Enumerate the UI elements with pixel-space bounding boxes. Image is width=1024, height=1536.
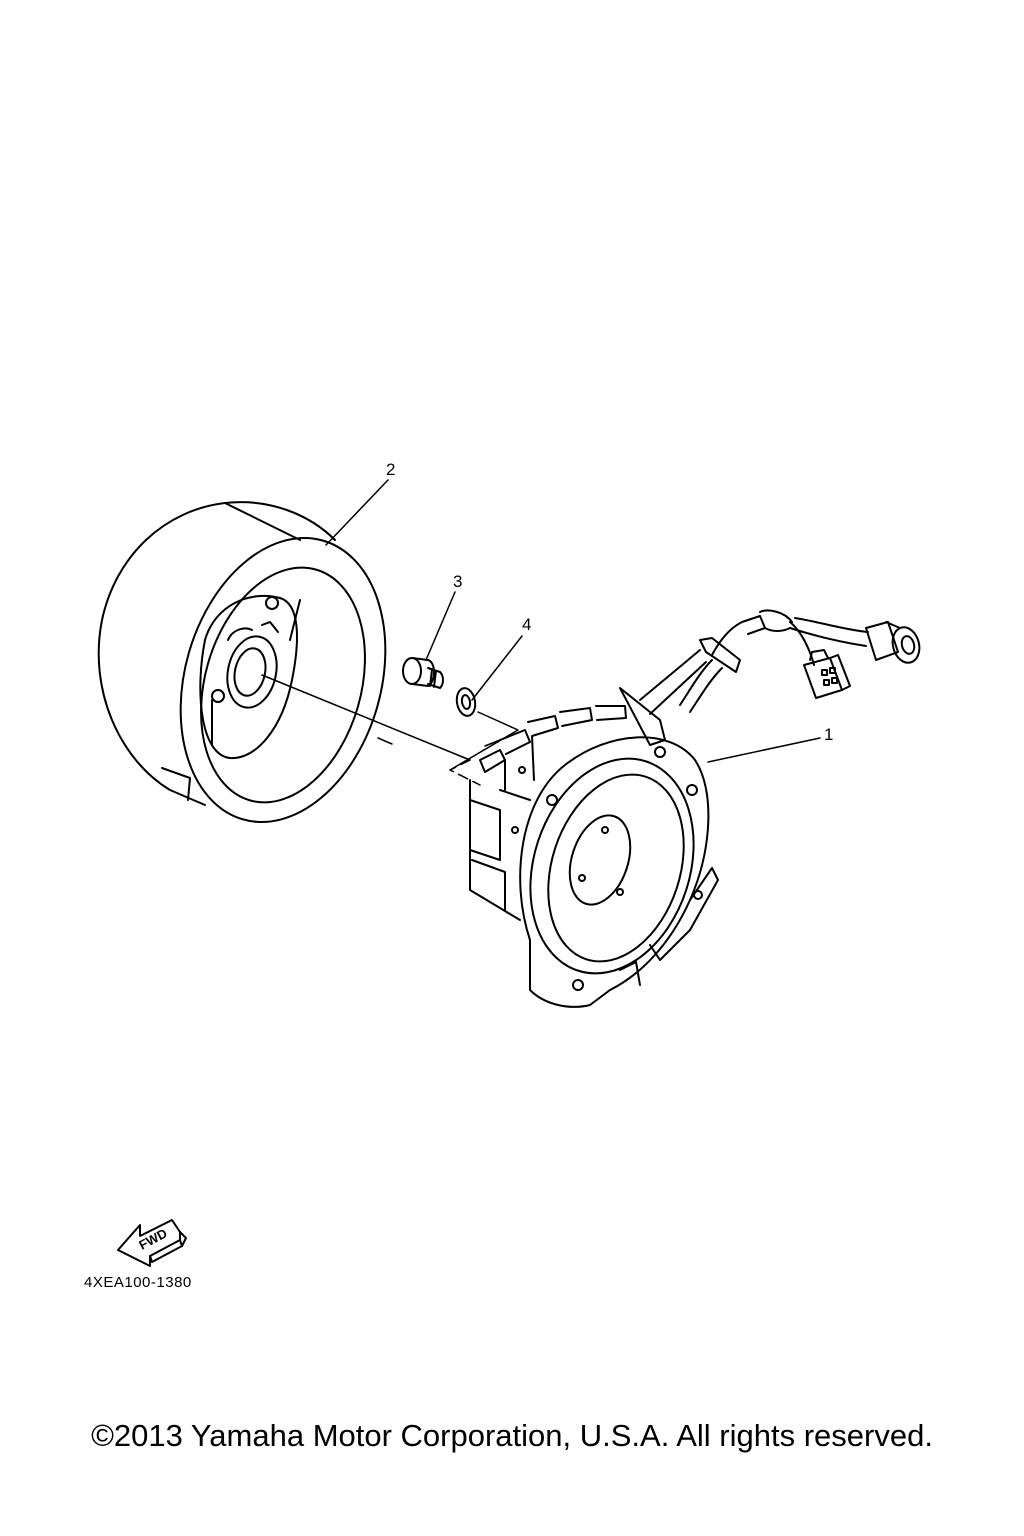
leader-2 (325, 479, 389, 546)
washer (455, 687, 477, 717)
wire-harness (679, 609, 921, 713)
rotor-flywheel (97, 501, 387, 823)
forward-arrow-icon: FWD (117, 1219, 187, 1267)
stator (469, 649, 719, 1008)
callout-1: 1 (824, 725, 833, 744)
reference-code: 4XEA100-1380 (84, 1274, 192, 1291)
leader-1 (707, 737, 821, 763)
callout-3: 3 (453, 572, 462, 591)
assembly-lines (261, 674, 519, 786)
callout-2: 2 (386, 460, 395, 479)
leader-3 (425, 591, 456, 661)
callout-4: 4 (522, 615, 531, 634)
leader-4 (471, 635, 523, 701)
bolt (402, 657, 444, 689)
callout-leaders (325, 479, 821, 763)
copyright-notice: ©2013 Yamaha Motor Corporation, U.S.A. A… (91, 1418, 933, 1453)
